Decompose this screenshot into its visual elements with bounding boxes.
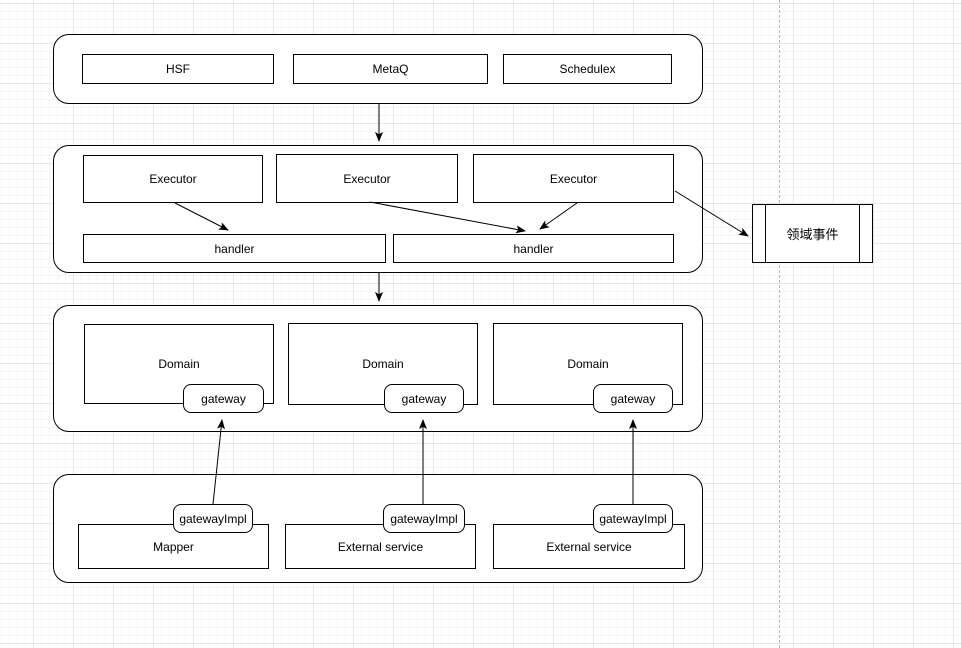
page-boundary-line [779,0,780,648]
node-gateway-impl-2-label: gatewayImpl [390,511,458,526]
node-handler-1[interactable]: handler [83,234,386,263]
node-gateway-2[interactable]: gateway [384,384,464,413]
node-domain-event[interactable]: 领域事件 [752,204,873,263]
node-hsf[interactable]: HSF [82,54,274,84]
node-executor-2-label: Executor [343,171,391,186]
node-gateway-impl-1-label: gatewayImpl [179,511,247,526]
node-executor-2[interactable]: Executor [276,154,458,203]
node-schedulex[interactable]: Schedulex [503,54,672,84]
node-mapper-label: Mapper [153,539,194,554]
node-executor-3-label: Executor [549,171,598,186]
node-gateway-1-label: gateway [201,391,246,406]
node-gateway-2-label: gateway [401,391,447,406]
node-executor-1-label: Executor [149,172,197,186]
node-gateway-impl-2[interactable]: gatewayImpl [383,504,465,533]
node-external-service-2-label: External service [546,539,632,554]
node-domain-2-label: Domain [362,357,404,371]
node-gateway-impl-3-label: gatewayImpl [599,511,667,526]
node-schedulex-label: Schedulex [559,62,616,76]
node-hsf-label: HSF [166,62,190,76]
node-executor-1[interactable]: Executor [83,155,263,203]
node-external-service-1-label: External service [337,539,424,554]
node-executor-3[interactable]: Executor [473,154,674,203]
node-gateway-impl-3[interactable]: gatewayImpl [593,504,673,533]
node-handler-2-label: handler [513,241,554,256]
node-gateway-1[interactable]: gateway [183,384,264,413]
node-domain-3-label: Domain [567,357,609,371]
node-handler-1-label: handler [214,241,255,256]
process-bar-left [765,205,766,262]
node-domain-1-label: Domain [158,357,200,371]
node-metaq[interactable]: MetaQ [293,54,488,84]
node-gateway-impl-1[interactable]: gatewayImpl [173,504,253,533]
node-gateway-3[interactable]: gateway [593,384,673,413]
node-gateway-3-label: gateway [610,391,656,406]
node-handler-2[interactable]: handler [393,234,674,263]
process-bar-right [859,205,860,262]
node-domain-event-label: 领域事件 [786,227,839,242]
node-metaq-label: MetaQ [372,62,409,76]
